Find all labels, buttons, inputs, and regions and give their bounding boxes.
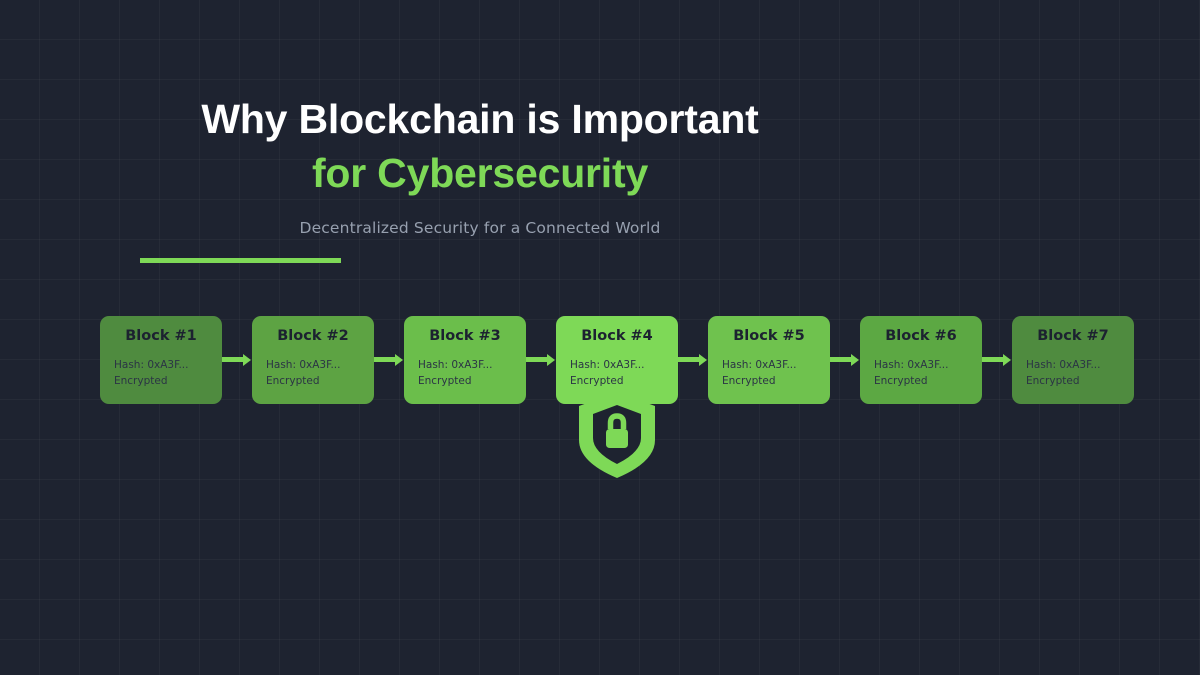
block-hash: Hash: 0xA3F...: [418, 358, 493, 371]
chain-node: Block #2 Hash: 0xA3F... Encrypted: [252, 316, 374, 404]
blockchain-diagram: Block #1 Hash: 0xA3F... Encrypted Block #2 H…: [100, 316, 1134, 478]
arrow-right-icon: [374, 316, 404, 404]
block-card[interactable]: Block #4 Hash: 0xA3F... Encrypted: [556, 316, 678, 404]
block-title: Block #5: [733, 328, 805, 344]
block-status: Encrypted: [266, 374, 320, 387]
block-hash: Hash: 0xA3F...: [1026, 358, 1101, 371]
block-card[interactable]: Block #3 Hash: 0xA3F... Encrypted: [404, 316, 526, 404]
block-title: Block #2: [277, 328, 349, 344]
block-title: Block #6: [885, 328, 957, 344]
block-hash: Hash: 0xA3F...: [570, 358, 645, 371]
block-title: Block #7: [1037, 328, 1109, 344]
chain-node: Block #3 Hash: 0xA3F... Encrypted: [404, 316, 526, 404]
block-hash: Hash: 0xA3F...: [722, 358, 797, 371]
block-card[interactable]: Block #5 Hash: 0xA3F... Encrypted: [708, 316, 830, 404]
block-title: Block #3: [429, 328, 501, 344]
slide-header: Why Blockchain is Important for Cybersec…: [0, 92, 960, 237]
block-title: Block #4: [581, 328, 653, 344]
chain-node: Block #1 Hash: 0xA3F... Encrypted: [100, 316, 222, 404]
chain-node: Block #4 Hash: 0xA3F... Encrypted: [556, 316, 678, 478]
page-title-line-two: for Cybersecurity: [311, 150, 649, 197]
block-status: Encrypted: [874, 374, 928, 387]
block-hash: Hash: 0xA3F...: [266, 358, 341, 371]
arrow-right-icon: [678, 316, 708, 404]
block-card[interactable]: Block #6 Hash: 0xA3F... Encrypted: [860, 316, 982, 404]
block-card[interactable]: Block #7 Hash: 0xA3F... Encrypted: [1012, 316, 1134, 404]
chain-node: Block #6 Hash: 0xA3F... Encrypted: [860, 316, 982, 404]
block-hash: Hash: 0xA3F...: [874, 358, 949, 371]
block-hash: Hash: 0xA3F...: [114, 358, 189, 371]
page-subtitle: Decentralized Security for a Connected W…: [299, 219, 661, 238]
chain-node: Block #5 Hash: 0xA3F... Encrypted: [708, 316, 830, 404]
page-title-line-one: Why Blockchain is Important: [201, 96, 759, 142]
accent-underline: [140, 258, 341, 263]
block-status: Encrypted: [722, 374, 776, 387]
block-card[interactable]: Block #1 Hash: 0xA3F... Encrypted: [100, 316, 222, 404]
block-status: Encrypted: [418, 374, 472, 387]
chain-node: Block #7 Hash: 0xA3F... Encrypted: [1012, 316, 1134, 404]
block-status: Encrypted: [114, 374, 168, 387]
block-card[interactable]: Block #2 Hash: 0xA3F... Encrypted: [252, 316, 374, 404]
arrow-right-icon: [982, 316, 1012, 404]
page-title: Why Blockchain is Important for Cybersec…: [0, 92, 960, 200]
arrow-right-icon: [830, 316, 860, 404]
block-status: Encrypted: [1026, 374, 1080, 387]
shield-lock-icon: [579, 392, 655, 478]
arrow-right-icon: [526, 316, 556, 404]
block-status: Encrypted: [570, 374, 624, 387]
arrow-right-icon: [222, 316, 252, 404]
block-title: Block #1: [125, 328, 197, 344]
